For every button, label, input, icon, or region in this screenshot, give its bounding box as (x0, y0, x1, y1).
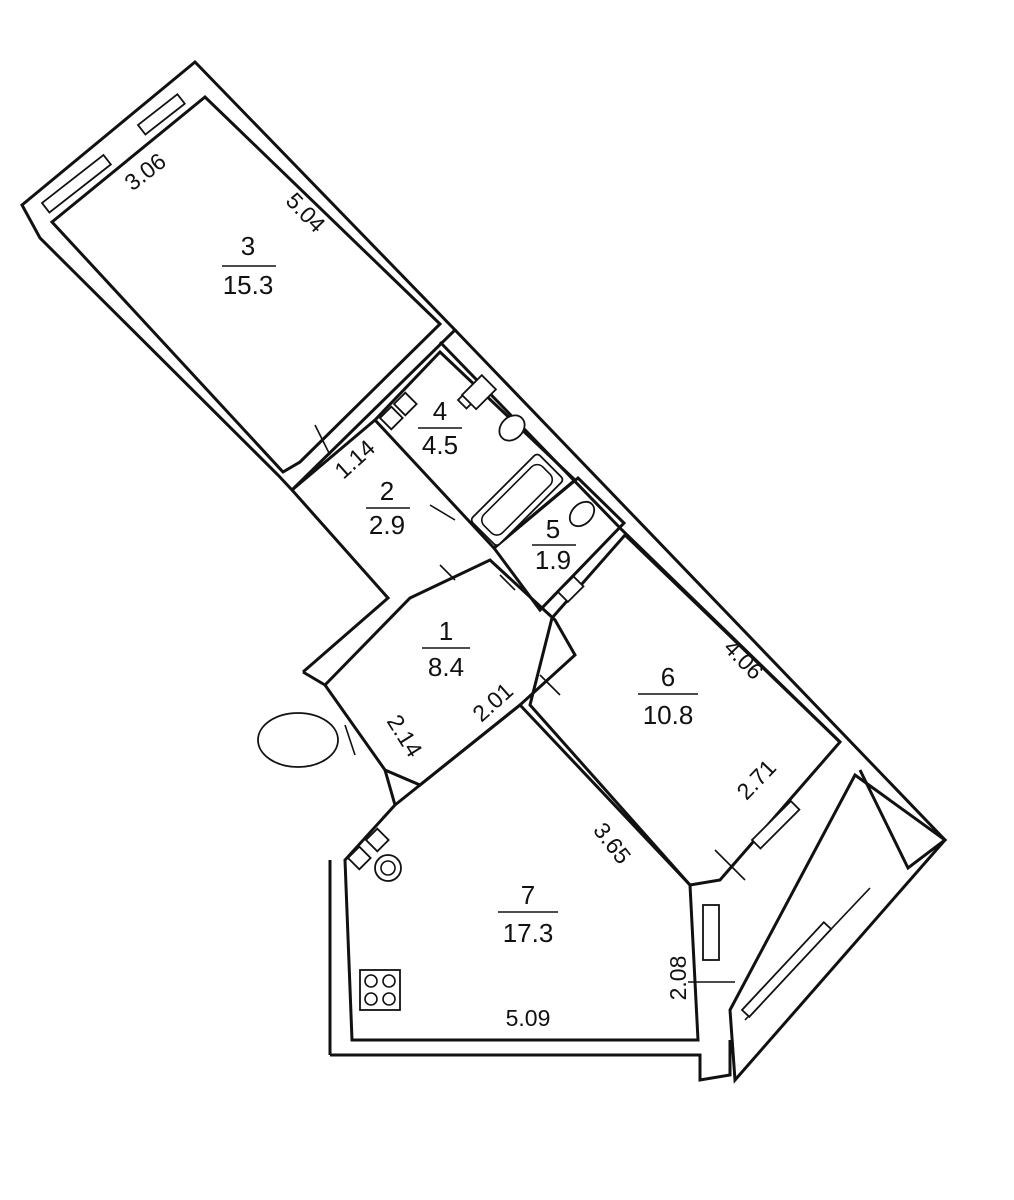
room-1-number: 1 (439, 616, 453, 646)
dim-1-14: 1.14 (329, 434, 380, 483)
dim-3-65: 3.65 (588, 817, 636, 868)
room-6-walls (528, 532, 843, 887)
window-room-6 (750, 799, 801, 850)
window-room-3-a (40, 153, 113, 214)
window-kitchen (702, 904, 720, 961)
room-6-label: 6 10.8 (638, 662, 698, 730)
door-tick-6 (344, 724, 356, 756)
dim-2-14: 2.14 (382, 710, 428, 762)
kitchen-7-walls (343, 702, 700, 1042)
room-2-area: 2.9 (369, 510, 405, 540)
room-7-number: 7 (521, 880, 535, 910)
room-6-area: 10.8 (643, 700, 694, 730)
room-4-number: 4 (433, 396, 447, 426)
washer-icon (378, 391, 418, 431)
windows (40, 92, 833, 1019)
dim-2-08: 2.08 (665, 956, 691, 1001)
hall-2-walls (290, 489, 391, 674)
room-7-label: 7 17.3 (498, 880, 558, 948)
wc-sink-icon (556, 575, 585, 604)
window-balcony (740, 920, 833, 1019)
dim-2-71: 2.71 (731, 754, 781, 804)
window-room-3-b (136, 92, 187, 136)
room-6-number: 6 (661, 662, 675, 692)
door-tick-3 (439, 564, 456, 581)
door-tick-1 (314, 424, 331, 456)
balcony-walls (728, 772, 948, 1084)
hall-2-right (291, 418, 376, 492)
room-3-area: 15.3 (223, 270, 274, 300)
room-labels: 3 15.3 4 4.5 2 2.9 5 1.9 1 8.4 6 10.8 (222, 231, 698, 948)
room-5-label: 5 1.9 (532, 514, 576, 575)
room-5-number: 5 (546, 514, 560, 544)
room-2-number: 2 (380, 476, 394, 506)
room-3-label: 3 15.3 (222, 231, 276, 300)
walls (20, 59, 948, 1084)
room-4-area: 4.5 (422, 430, 458, 460)
boiler-icon (374, 854, 402, 882)
room-7-area: 17.3 (503, 918, 554, 948)
entrance-marker-icon (257, 712, 339, 768)
room-2-label: 2 2.9 (366, 476, 410, 540)
room-3-wall-inner (49, 94, 443, 474)
door-tick-7 (714, 849, 746, 881)
kitchen-outer-bottom (330, 1040, 732, 1082)
kitchen-sink-icon (346, 827, 390, 871)
door-ticks (314, 424, 746, 983)
entrance-wall (302, 670, 326, 687)
door-tick-4 (499, 574, 516, 591)
dim-4-06: 4.06 (719, 634, 769, 684)
corridor-1-walls (323, 558, 577, 787)
sink-icon (460, 373, 498, 411)
room-1-area: 8.4 (428, 652, 464, 682)
exterior-wall-right (453, 328, 948, 871)
room-1-label: 1 8.4 (422, 616, 470, 682)
door-tick-2 (429, 504, 456, 521)
fixtures (257, 373, 596, 1011)
room-5-area: 1.9 (535, 545, 571, 575)
stove-icon (359, 969, 401, 1011)
wc-toilet-icon (568, 500, 596, 528)
bathtub-icon (470, 453, 564, 547)
room-3-number: 3 (241, 231, 255, 261)
entrance-stub (383, 769, 397, 806)
dim-5-09: 5.09 (506, 1005, 551, 1031)
wc-5-walls (491, 475, 627, 613)
dim-3-06: 3.06 (119, 148, 170, 196)
room-4-label: 4 4.5 (418, 396, 462, 460)
door-tick-5 (539, 674, 561, 696)
dim-2-01: 2.01 (467, 677, 518, 726)
